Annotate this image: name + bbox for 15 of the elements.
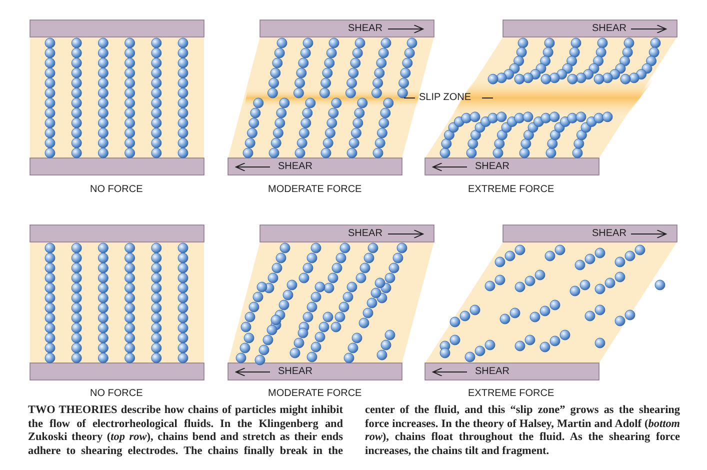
shear-label: SHEAR: [592, 23, 626, 35]
force-label: NO FORCE: [90, 184, 143, 196]
shear-label: SHEAR: [475, 366, 510, 378]
force-label: MODERATE FORCE: [268, 388, 362, 400]
shear-label: SHEAR: [592, 228, 626, 240]
caption: TWO THEORIES describe how chains of particles might inhibit the flow of electrorheological fluids. In the Klingenberg and Zukoski theory (top row), chains bend and stretch as their ends adhere to shearing electrodes. The chains finally break in the center of the fluid, and this “slip zone” grows as the shearing force increases. In the theory of Halsey, Martin and Adolf (bottom row), chains float throughout the fluid. As the shearing force increases, the chains tilt and fragment.: [28, 404, 680, 458]
shear-label: SHEAR: [348, 228, 382, 240]
shear-label: SHEAR: [348, 23, 382, 35]
force-label: NO FORCE: [90, 388, 143, 400]
shear-label: SHEAR: [278, 161, 312, 173]
shear-label: SHEAR: [475, 161, 510, 173]
force-label: EXTREME FORCE: [468, 388, 554, 400]
force-label: MODERATE FORCE: [268, 184, 362, 196]
force-label: EXTREME FORCE: [468, 184, 554, 196]
shear-label: SHEAR: [278, 366, 312, 378]
